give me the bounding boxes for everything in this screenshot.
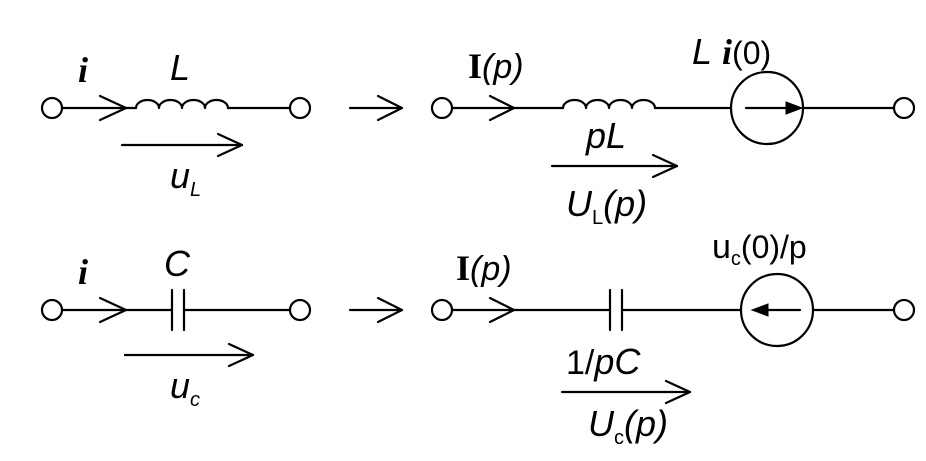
current-arrow [488,94,516,122]
image-voltage-label: UL(p) [566,183,647,229]
voltage-symbol: u [170,155,190,196]
source-arrowhead [750,303,769,317]
arrow-head [376,94,404,122]
current-arrow [98,94,128,122]
capacitor-time-domain: i C uc [40,243,312,411]
impedance-pc: pC [593,341,641,382]
voltage-label: uL [170,155,201,201]
impedance-prefix: 1/ [566,344,595,382]
voltage-argument: (p) [603,183,647,224]
source-symbol: u [712,228,731,266]
terminal [892,96,916,120]
source-rest: (0)/p [741,229,807,265]
source-current: i [722,32,732,72]
terminal [892,298,916,322]
current-label: i [78,50,88,90]
voltage-arrowhead [651,153,679,179]
inductor-coil [561,98,657,110]
current-label: i [78,252,88,292]
capacitance-label: C [164,243,191,284]
impedance-label: pL [585,115,626,156]
source-subscript: c [731,248,741,270]
terminal [430,298,454,322]
inductance-label: L [170,47,190,88]
image-current-label: I(p) [456,248,512,288]
voltage-arrowhead [664,379,692,405]
capacitor-operator-domain: I(p) 1/pC uc(0)/p Uc(p) [430,228,916,449]
voltage-subscript: L [592,207,603,229]
image-current-label: I(p) [468,46,524,86]
transform-arrow-bottom [348,296,404,324]
voltage-arrowhead [227,342,255,368]
source-label: uc(0)/p [712,228,807,270]
image-voltage-label: Uc(p) [588,403,668,449]
current-argument: (p) [482,48,524,86]
current-argument: (p) [470,250,512,288]
voltage-symbol: U [566,183,593,224]
voltage-label: uc [170,365,200,411]
voltage-argument: (p) [624,403,668,444]
terminal [40,96,64,120]
terminal [288,298,312,322]
voltage-symbol: U [588,403,615,444]
transform-arrow-top [348,94,404,122]
voltage-subscript: c [614,427,624,449]
impedance-label: 1/pC [566,341,641,382]
current-symbol: I [468,46,482,86]
source-arrowhead [785,101,804,115]
current-arrow [488,296,516,324]
terminal [288,96,312,120]
voltage-subscript: c [190,389,200,411]
source-inductance: L [692,31,712,72]
source-initial: (0) [732,35,771,71]
inductor-coil [134,98,230,110]
inductor-time-domain: i L uL [40,47,312,201]
current-symbol: I [456,248,470,288]
arrow-head [376,296,404,324]
voltage-symbol: u [170,365,190,406]
terminal [430,96,454,120]
current-arrow [98,296,128,324]
terminal [40,298,64,322]
voltage-subscript: L [190,179,201,201]
voltage-arrowhead [216,132,244,158]
